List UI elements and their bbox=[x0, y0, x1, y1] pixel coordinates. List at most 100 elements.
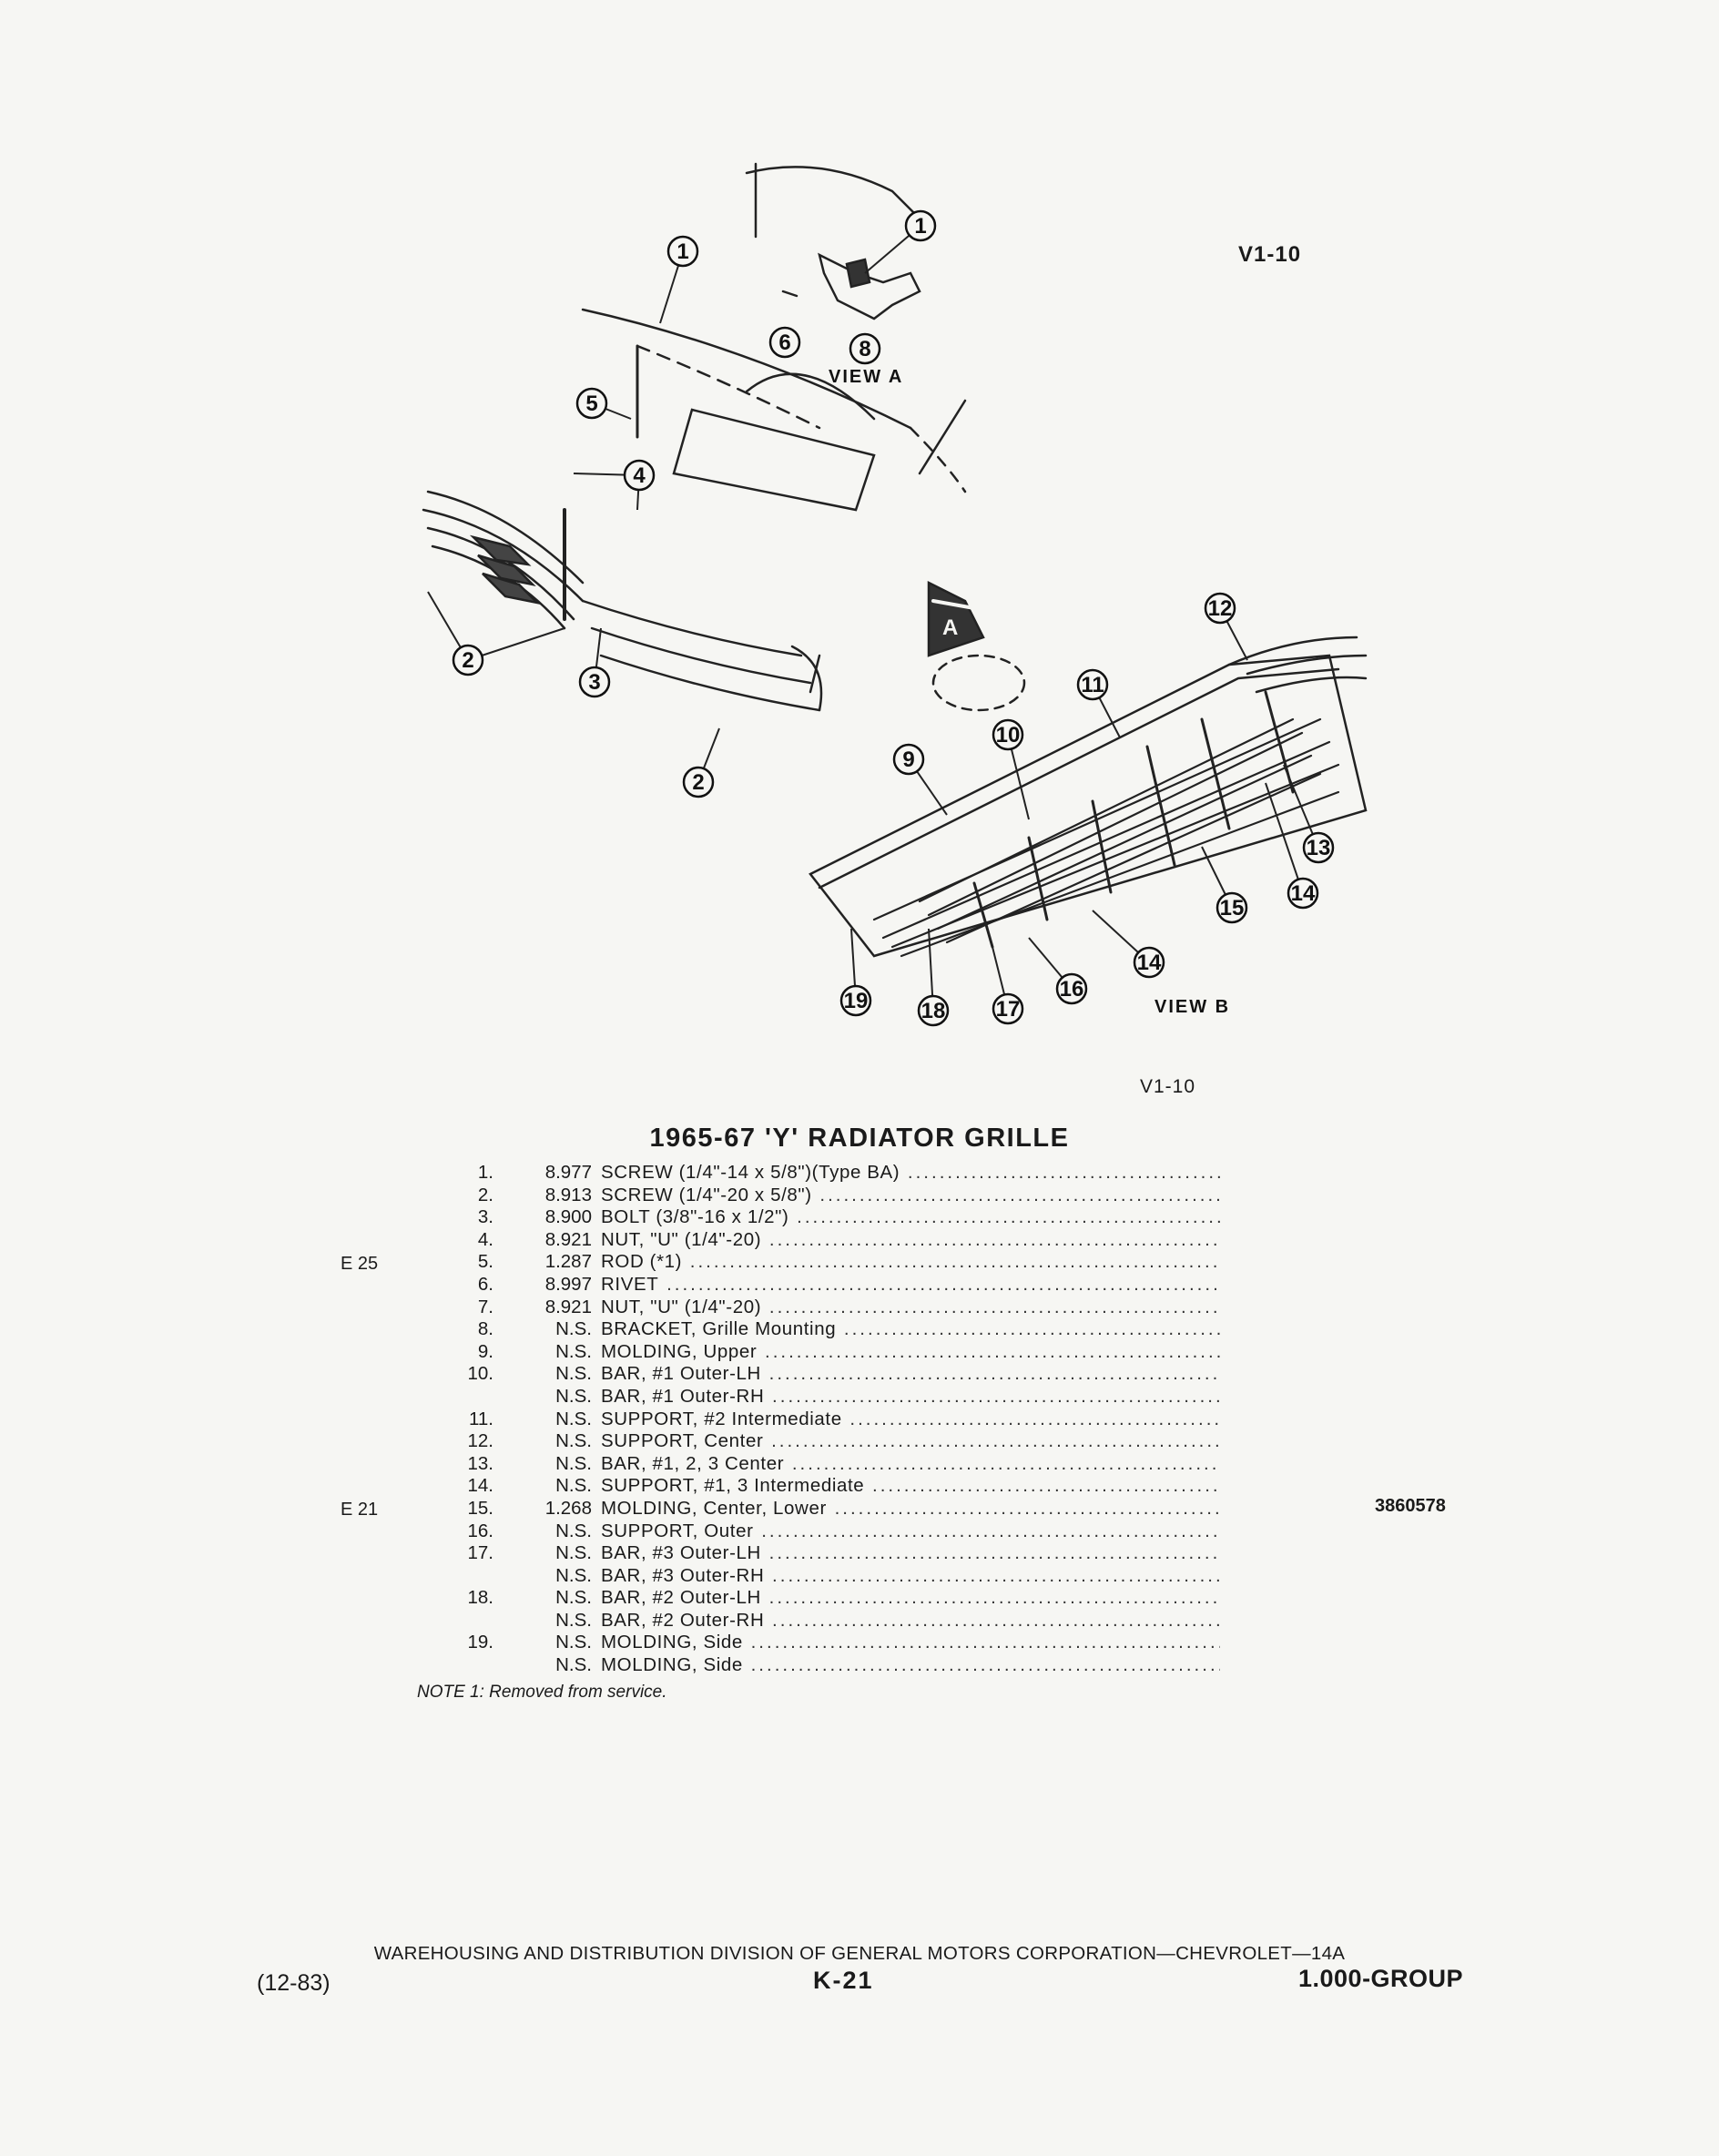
part-code: N.S. bbox=[555, 1520, 592, 1541]
callout-leader-line bbox=[467, 627, 565, 661]
view-b-label: VIEW B bbox=[1154, 997, 1230, 1017]
leader-dots: ........................................… bbox=[772, 1385, 1220, 1407]
part-code: N.S. bbox=[555, 1542, 592, 1564]
callout-number: 12 bbox=[1208, 596, 1233, 621]
part-description: BAR, #3 Outer-RH .......................… bbox=[601, 1565, 1220, 1588]
callout-17: 17 bbox=[992, 992, 1024, 1025]
part-description: BRACKET, Grille Mounting ...............… bbox=[601, 1318, 1220, 1341]
leader-dots: ........................................… bbox=[849, 1408, 1220, 1429]
part-description-text: MOLDING, Center, Lower bbox=[601, 1497, 827, 1519]
leader-dots: ........................................… bbox=[768, 1228, 1220, 1250]
part-code: N.S. bbox=[555, 1475, 592, 1497]
leader-dots: ........................................… bbox=[768, 1363, 1220, 1385]
callout-number: 2 bbox=[692, 770, 704, 795]
callout-18: 18 bbox=[917, 994, 950, 1027]
leader-dots: ........................................… bbox=[772, 1564, 1220, 1586]
callout-number: 9 bbox=[902, 747, 914, 772]
part-description: BAR, #1 Outer-RH .......................… bbox=[601, 1386, 1220, 1409]
part-row: N.S. MOLDING, Side ......................… bbox=[328, 1654, 1220, 1677]
callout-number: 8 bbox=[859, 337, 870, 361]
footer-group: 1.000-GROUP bbox=[1298, 1965, 1464, 1992]
part-row: 11.N.S.SUPPORT, #2 Intermediate ........… bbox=[328, 1409, 1220, 1431]
part-description: BOLT (3/8"-16 x 1/2") ..................… bbox=[601, 1206, 1220, 1229]
part-row: N.S. BAR, #1 Outer-RH ...................… bbox=[328, 1386, 1220, 1409]
part-description: ROD (*1) ...............................… bbox=[601, 1251, 1220, 1274]
callout-number: 1 bbox=[676, 239, 688, 264]
part-description-text: BAR, #3 Outer-RH bbox=[601, 1564, 765, 1586]
callout-4: 4 bbox=[623, 459, 656, 492]
part-description: SUPPORT, #1, 3 Intermediate ............… bbox=[601, 1475, 1220, 1498]
part-item-number: 7. bbox=[477, 1296, 493, 1317]
part-description-text: MOLDING, Side bbox=[601, 1632, 743, 1653]
callout-circle bbox=[666, 235, 699, 268]
part-row: N.S.BAR, #3 Outer-RH ...................… bbox=[328, 1565, 1220, 1588]
part-description: SUPPORT, #2 Intermediate ...............… bbox=[601, 1409, 1220, 1431]
part-description: SUPPORT, Center ........................… bbox=[601, 1430, 1220, 1453]
callout-circle bbox=[1133, 946, 1165, 979]
part-description: MOLDING, Upper .........................… bbox=[601, 1341, 1220, 1364]
leader-dots: ........................................… bbox=[771, 1430, 1220, 1452]
callout-circle bbox=[892, 743, 925, 776]
leader-dots: ........................................… bbox=[666, 1273, 1220, 1295]
part-row: 8.N.S.BRACKET, Grille Mounting .........… bbox=[328, 1318, 1220, 1341]
part-description: BAR, #3 Outer-LH .......................… bbox=[601, 1542, 1220, 1565]
part-item-number: 5. bbox=[477, 1251, 493, 1273]
part-description-text: ROD (*1) bbox=[601, 1251, 683, 1273]
part-row: N.S.BAR, #2 Outer-RH ...................… bbox=[328, 1610, 1220, 1632]
part-row: 10.N.S.BAR, #1 Outer-LH ................… bbox=[328, 1363, 1221, 1386]
callout-3: 3 bbox=[578, 666, 611, 698]
part-description-text: SUPPORT, Outer bbox=[601, 1520, 754, 1541]
callout-12: 12 bbox=[1204, 592, 1236, 625]
part-description-text: BAR, #1 Outer-LH bbox=[601, 1363, 761, 1385]
callout-15: 15 bbox=[1216, 891, 1248, 924]
part-item-number: 9. bbox=[477, 1340, 493, 1362]
part-row: 14.N.S.SUPPORT, #1, 3 Intermediate .....… bbox=[328, 1475, 1221, 1498]
part-description: MOLDING, Side ..........................… bbox=[601, 1654, 1220, 1677]
part-number: 3860578 bbox=[1375, 1496, 1446, 1516]
leader-dots: ........................................… bbox=[834, 1497, 1220, 1519]
callout-number: 3 bbox=[588, 670, 600, 695]
part-code: 1.268 bbox=[544, 1497, 592, 1519]
part-description-text: SCREW (1/4"-20 x 5/8") bbox=[601, 1184, 812, 1205]
part-description: MOLDING, Center, Lower .................… bbox=[601, 1498, 1220, 1520]
leader-dots: ........................................… bbox=[791, 1452, 1220, 1474]
figure-code-bottom: V1-10 bbox=[1140, 1076, 1196, 1097]
part-code: N.S. bbox=[555, 1587, 592, 1609]
callout-circle bbox=[917, 994, 950, 1027]
part-item-number: 12. bbox=[467, 1430, 494, 1452]
part-code: N.S. bbox=[555, 1408, 592, 1429]
callout-circle bbox=[575, 387, 608, 420]
callout-14: 14 bbox=[1133, 946, 1165, 979]
callout-circle bbox=[1076, 668, 1109, 701]
callout-1: 1 bbox=[666, 235, 699, 268]
callout-1: 1 bbox=[904, 209, 937, 242]
callout-circle bbox=[1055, 972, 1088, 1005]
callout-number: 10 bbox=[996, 723, 1021, 747]
callout-9: 9 bbox=[892, 743, 925, 776]
leader-dots: ........................................… bbox=[765, 1340, 1220, 1362]
callout-number: 6 bbox=[778, 331, 790, 355]
callout-circle bbox=[992, 718, 1024, 751]
leader-dots: ........................................… bbox=[689, 1251, 1220, 1273]
callout-14: 14 bbox=[1287, 877, 1319, 910]
part-code: N.S. bbox=[555, 1654, 592, 1676]
callout-circle bbox=[904, 209, 937, 242]
callout-2: 2 bbox=[682, 766, 715, 798]
leader-dots: ........................................… bbox=[761, 1520, 1220, 1541]
leader-dots: ........................................… bbox=[871, 1475, 1220, 1497]
part-code: 8.900 bbox=[544, 1206, 592, 1228]
part-row: 16.N.S.SUPPORT, Outer ..................… bbox=[328, 1520, 1221, 1543]
callout-number: 5 bbox=[585, 392, 597, 416]
part-description-text: MOLDING, Side bbox=[601, 1654, 743, 1676]
part-item-number: 15. bbox=[467, 1497, 494, 1519]
part-code: N.S. bbox=[555, 1385, 592, 1407]
part-description: BAR, #1 Outer-LH .......................… bbox=[601, 1363, 1220, 1386]
part-description: BAR, #1, 2, 3 Center ...................… bbox=[601, 1453, 1220, 1476]
figure-code-top: V1-10 bbox=[1238, 242, 1302, 267]
callout-5: 5 bbox=[575, 387, 608, 420]
callout-number: 4 bbox=[633, 463, 646, 488]
